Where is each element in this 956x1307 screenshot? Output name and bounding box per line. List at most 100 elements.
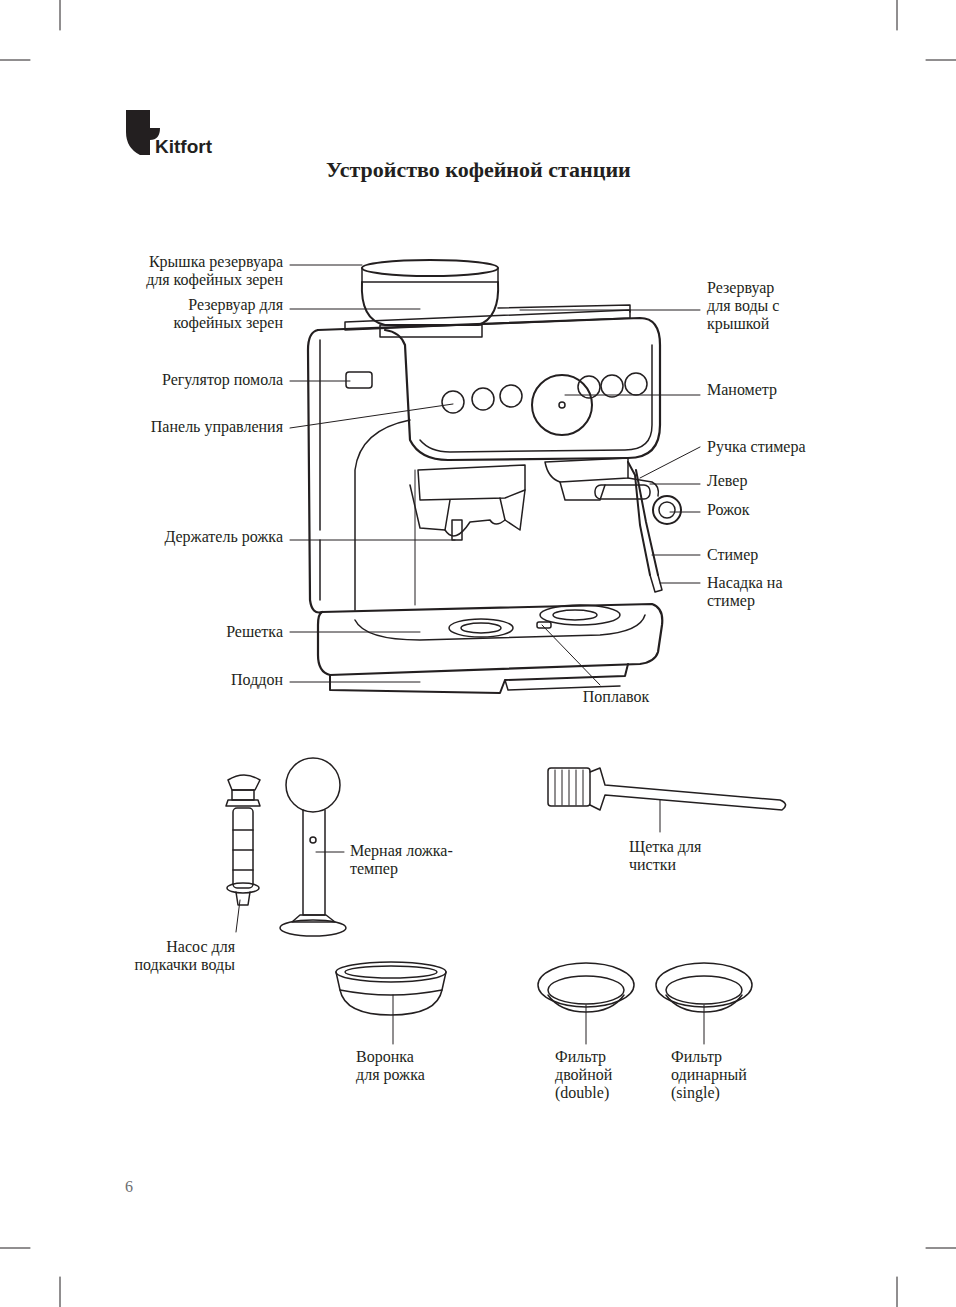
illustration-line — [500, 385, 522, 407]
illustration-line — [336, 962, 446, 982]
part-label: Манометр — [707, 381, 827, 399]
part-label: Поддон — [163, 671, 283, 689]
illustration-line — [472, 388, 494, 410]
illustration-line — [449, 619, 513, 637]
illustration-line — [226, 800, 260, 806]
illustration-line — [653, 496, 681, 524]
illustration-line — [346, 372, 372, 388]
brand-logo: Kitfort — [155, 136, 212, 158]
part-label: Поплавок — [566, 688, 666, 706]
illustration-line — [652, 555, 700, 556]
part-label: Насадка на стимер — [707, 574, 789, 610]
illustration-line — [290, 265, 362, 266]
illustration-line — [362, 268, 498, 282]
illustration-line — [420, 345, 652, 452]
illustration-line — [625, 373, 647, 395]
illustration-line — [926, 60, 956, 61]
part-label: Воронка для рожка — [356, 1048, 438, 1084]
illustration-line — [233, 869, 253, 871]
illustration-line — [461, 623, 501, 633]
illustration-line — [393, 995, 394, 1044]
page-number: 6 — [125, 1178, 155, 1196]
illustration-line — [340, 990, 442, 995]
illustration-line — [545, 458, 628, 482]
illustration-line — [316, 852, 344, 853]
illustration-line — [0, 60, 30, 61]
illustration-line — [660, 800, 661, 832]
illustration-line — [636, 470, 658, 575]
illustration-line — [628, 462, 650, 575]
illustration-line — [290, 540, 455, 541]
illustration-line — [60, 1277, 61, 1307]
illustration-line — [236, 900, 240, 932]
illustration-line — [650, 484, 700, 485]
illustration-line — [310, 837, 316, 843]
illustration-line — [232, 790, 254, 800]
part-label: Панель управления — [113, 418, 283, 436]
illustration-line — [355, 615, 645, 640]
illustration-line — [897, 1277, 898, 1307]
illustration-line — [290, 632, 420, 633]
illustration-line — [542, 625, 600, 685]
illustration-line — [418, 465, 525, 500]
illustration-line — [228, 775, 260, 790]
illustration-line — [628, 478, 658, 496]
illustration-line — [345, 966, 437, 978]
illustration-line — [236, 265, 704, 1044]
illustration-line — [442, 391, 464, 413]
illustration-line — [290, 404, 453, 428]
illustration-line — [532, 375, 592, 435]
illustration-line — [897, 0, 898, 30]
part-label: Держатель рожка — [113, 528, 283, 546]
part-label: Щетка для чистки — [629, 838, 717, 874]
illustration-line — [540, 605, 620, 625]
illustration-line — [236, 892, 250, 905]
part-label: Мерная ложка-темпер — [350, 842, 462, 878]
part-label: Решетка — [163, 623, 283, 641]
illustration-line — [520, 310, 700, 311]
part-label: Фильтр двойной (double) — [555, 1048, 627, 1102]
illustration-line — [660, 583, 700, 584]
illustration-line — [410, 485, 450, 530]
illustration-line — [318, 604, 662, 675]
illustration-line — [290, 682, 420, 683]
part-label: Регулятор помола — [113, 371, 283, 389]
illustration-line — [227, 883, 259, 893]
part-label: Левер — [707, 472, 807, 490]
illustration-line — [926, 1248, 956, 1249]
part-label: Ручка стимера — [707, 438, 842, 456]
illustration-line — [559, 402, 565, 408]
illustration-line — [308, 330, 322, 613]
illustration-line — [290, 381, 350, 382]
illustration-line — [286, 758, 340, 812]
illustration-line — [670, 512, 700, 513]
part-label: Насос для подкачки воды — [117, 938, 235, 974]
illustration-line — [60, 0, 61, 30]
part-label: Резервуар для воды с крышкой — [707, 279, 787, 333]
illustration-line — [452, 520, 462, 540]
illustration-line — [586, 1005, 587, 1044]
part-label: Стимер — [707, 546, 807, 564]
illustration-line — [659, 502, 675, 518]
illustration-line — [233, 808, 253, 888]
part-label: Резервуар для кофейных зерен — [155, 296, 283, 332]
illustration-line — [666, 976, 742, 1004]
illustration-line — [233, 849, 253, 851]
illustration-line — [498, 305, 630, 312]
illustration-line — [355, 420, 410, 610]
illustration-line — [303, 810, 325, 915]
illustration-line — [126, 110, 160, 155]
illustration-line — [560, 482, 605, 500]
illustration-line — [415, 470, 416, 605]
illustration-line — [704, 1005, 705, 1044]
illustration-line — [500, 490, 525, 530]
illustration-line — [445, 520, 505, 536]
page-title: Устройство кофейной станции — [326, 157, 631, 183]
illustration-line — [590, 768, 786, 810]
illustration-line — [548, 976, 624, 1004]
illustration-line — [362, 260, 498, 276]
illustration-line — [318, 318, 660, 460]
illustration-line — [233, 829, 253, 831]
